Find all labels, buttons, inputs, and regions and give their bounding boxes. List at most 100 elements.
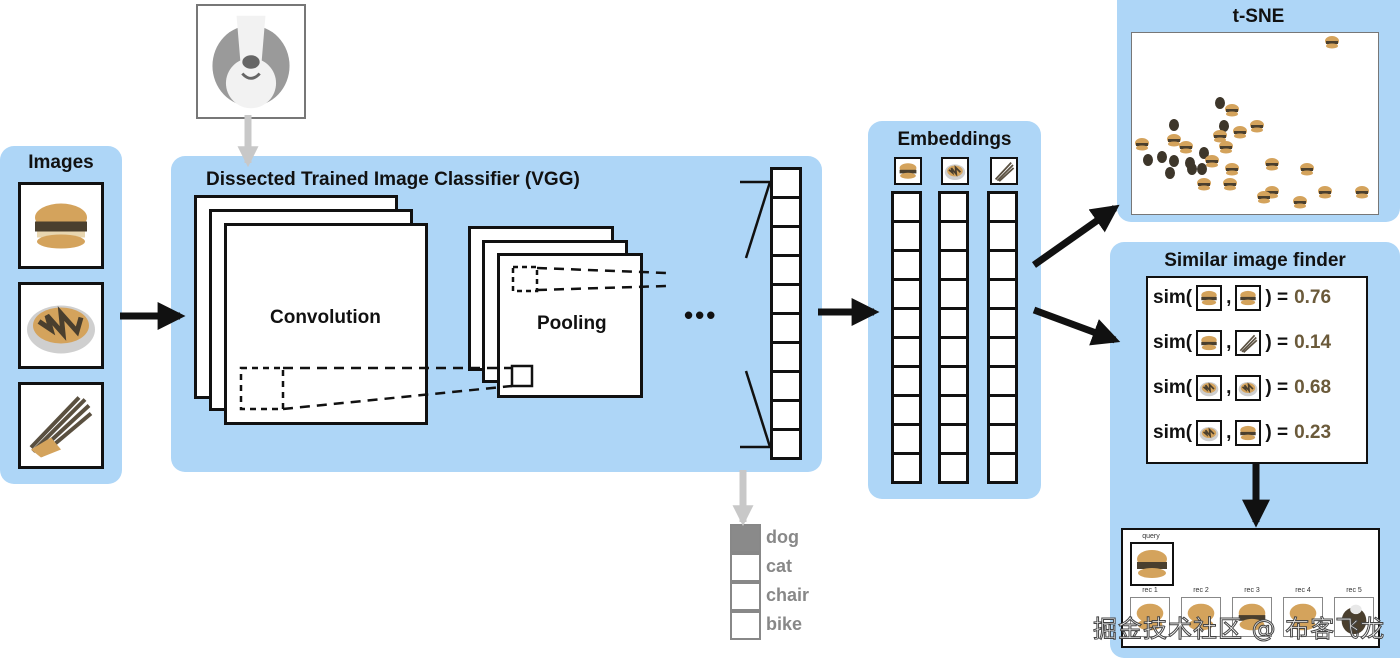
- sim-image-a: [1196, 420, 1223, 446]
- input-image-burger[interactable]: [18, 182, 104, 269]
- query-image[interactable]: [1130, 542, 1174, 586]
- recommendation-image[interactable]: [1232, 597, 1272, 637]
- embedding-cell: [891, 394, 922, 426]
- tsne-point-dark-food: [1157, 151, 1167, 163]
- embedding-cell: [987, 336, 1018, 368]
- sim-separator: ,: [1226, 332, 1232, 353]
- pooling-label: Pooling: [537, 313, 607, 334]
- similarity-panel-title: Similar image finder: [1164, 250, 1346, 271]
- feature-vector-cell: [770, 167, 802, 199]
- class-score-cell-cat: [730, 553, 761, 582]
- feature-vector-cell: [770, 428, 802, 460]
- embedding-cell: [891, 365, 922, 397]
- embedding-cell: [938, 423, 969, 455]
- embedding-source-salad-image: [941, 157, 969, 185]
- tsne-point-burger: [1167, 134, 1181, 147]
- sim-suffix: ) =: [1265, 287, 1289, 308]
- embedding-cell: [987, 278, 1018, 310]
- embedding-cell: [938, 365, 969, 397]
- embeddings-panel-title: Embeddings: [897, 129, 1012, 150]
- tsne-point-burger: [1300, 163, 1314, 176]
- burger-icon: [1187, 603, 1215, 631]
- burger-icon: [1136, 603, 1164, 631]
- sim-value: 0.76: [1294, 287, 1332, 308]
- recommendation-image[interactable]: [1334, 597, 1374, 637]
- tsne-point-dark-food: [1215, 97, 1225, 109]
- tsne-point-burger: [1213, 130, 1227, 143]
- class-score-cell-bike: [730, 611, 761, 640]
- recommendation-image[interactable]: [1181, 597, 1221, 637]
- embedding-cell: [938, 191, 969, 223]
- burger-icon: [1240, 425, 1257, 441]
- recommendation-label: rec 3: [1244, 587, 1260, 594]
- sim-image-a: [1196, 330, 1223, 356]
- embedding-cell: [891, 220, 922, 252]
- input-image-salad[interactable]: [18, 282, 104, 369]
- embedding-cell: [987, 423, 1018, 455]
- tsne-point-burger: [1257, 191, 1271, 204]
- burger-icon: [1289, 603, 1317, 631]
- feature-vector-cell: [770, 225, 802, 257]
- sim-image-a: [1196, 285, 1223, 311]
- class-label-bike: bike: [766, 614, 803, 634]
- tsne-point-burger: [1135, 138, 1149, 151]
- embedding-cell: [891, 278, 922, 310]
- sim-suffix: ) =: [1265, 377, 1289, 398]
- tsne-plot[interactable]: [1131, 32, 1379, 215]
- feature-vector-cell: [770, 399, 802, 431]
- asparagus-icon: [994, 161, 1015, 182]
- recommendation-image[interactable]: [1283, 597, 1323, 637]
- sim-separator: ,: [1226, 287, 1232, 308]
- sim-image-b: [1235, 420, 1262, 446]
- embedding-vector: [938, 191, 969, 484]
- tsne-point-burger: [1293, 196, 1307, 209]
- tsne-point-burger: [1219, 141, 1233, 154]
- tsne-point-burger: [1205, 155, 1219, 168]
- burger-icon: [35, 203, 87, 249]
- recommendation-label: rec 5: [1346, 587, 1362, 594]
- embedding-source-asparagus-image: [990, 157, 1018, 185]
- tsne-point-dark-food: [1169, 119, 1179, 131]
- embedding-cell: [891, 191, 922, 223]
- feature-vector-cell: [770, 341, 802, 373]
- dog-icon: [212, 15, 290, 109]
- asparagus-icon: [29, 396, 93, 458]
- classifier-panel-title: Dissected Trained Image Classifier (VGG): [206, 169, 580, 190]
- embedding-cell: [987, 365, 1018, 397]
- tsne-point-dark-food: [1169, 155, 1179, 167]
- tsne-point-dark-food: [1199, 147, 1209, 159]
- sim-prefix: sim(: [1153, 422, 1193, 443]
- class-score-cell-chair: [730, 582, 761, 611]
- tsne-point-burger: [1179, 141, 1193, 154]
- burger-icon: [1201, 290, 1217, 306]
- sim-image-b: [1235, 330, 1262, 356]
- embedding-cell: [987, 452, 1018, 484]
- arrow-embeddings-to-similarity: [1032, 306, 1121, 346]
- tsne-point-dark-food: [1197, 163, 1207, 175]
- embedding-cell: [938, 307, 969, 339]
- embedding-cell: [987, 307, 1018, 339]
- sim-value: 0.68: [1294, 377, 1332, 398]
- recommendation-label: rec 4: [1295, 587, 1311, 594]
- embedding-source-burger-image: [894, 157, 922, 185]
- tsne-point-dark-food: [1185, 157, 1195, 169]
- recommendation-image[interactable]: [1130, 597, 1170, 637]
- tsne-point-burger: [1223, 178, 1237, 191]
- query-label: query: [1142, 533, 1160, 540]
- burger-icon: [1238, 603, 1266, 631]
- tsne-point-dark-food: [1143, 154, 1153, 166]
- input-image-asparagus[interactable]: [18, 382, 104, 469]
- tsne-point-burger: [1197, 178, 1211, 191]
- feature-vector-cell: [770, 370, 802, 402]
- ellipsis-more-layers: •••: [684, 300, 718, 330]
- embedding-cell: [987, 394, 1018, 426]
- recommendation-label: rec 2: [1193, 587, 1209, 594]
- class-label-dog: dog: [766, 527, 799, 547]
- embedding-cell: [938, 220, 969, 252]
- convolution-label: Convolution: [270, 307, 381, 328]
- feature-vector-cell: [770, 254, 802, 286]
- embedding-cell: [891, 452, 922, 484]
- baked-potato-icon: [1341, 604, 1367, 635]
- tsne-point-dark-food: [1165, 167, 1175, 179]
- similarity-row: sim(,) =0.76: [1153, 285, 1331, 311]
